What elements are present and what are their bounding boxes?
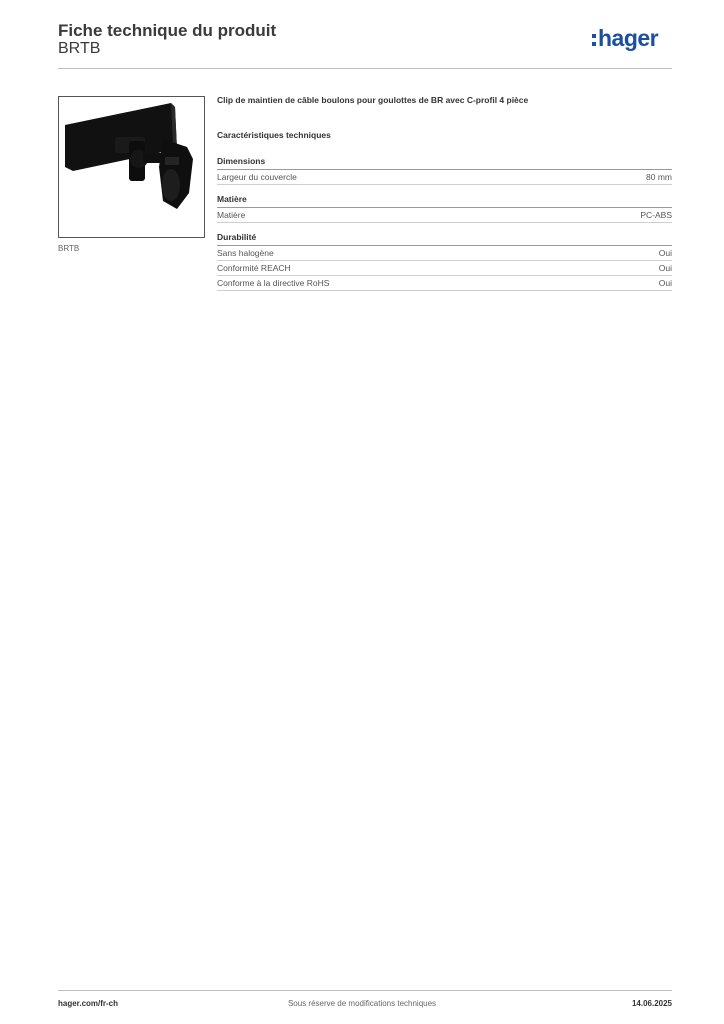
spec-label: Conforme à la directive RoHS [217, 278, 330, 288]
spec-value: Oui [658, 278, 672, 288]
spec-value: Oui [658, 248, 672, 258]
product-image [58, 96, 205, 238]
spec-value: PC-ABS [640, 210, 672, 220]
product-reference: BRTB [58, 40, 101, 57]
spec-value: Oui [658, 263, 672, 273]
section-heading: Caractéristiques techniques [217, 130, 331, 140]
product-description: Clip de maintien de câble boulons pour g… [217, 95, 529, 105]
footer-website-link[interactable]: hager.com/fr-ch [58, 999, 119, 1008]
group-title: Dimensions [217, 156, 672, 170]
group-title: Durabilité [217, 232, 672, 246]
cable-clip-illustration [65, 103, 193, 209]
spec-label: Matière [217, 210, 246, 220]
footer-date: 14.06.2025 [631, 999, 672, 1008]
page-title: Fiche technique du produit [58, 21, 277, 40]
header-divider [58, 68, 672, 69]
spec-row: Conforme à la directive RoHS Oui [217, 276, 672, 291]
spec-row: Conformité REACH Oui [217, 261, 672, 276]
spec-value: 80 mm [646, 172, 672, 182]
hager-logo: hager [592, 25, 676, 57]
spec-group-durability: Durabilité Sans halogène Oui Conformité … [217, 232, 672, 291]
spec-row: Largeur du couvercle 80 mm [217, 170, 672, 185]
specification-panel: Clip de maintien de câble boulons pour g… [217, 95, 672, 300]
group-title: Matière [217, 194, 672, 208]
spec-label: Largeur du couvercle [217, 172, 297, 182]
footer-divider [58, 990, 672, 991]
logo-text: hager [598, 25, 659, 51]
image-caption: BRTB [58, 244, 80, 253]
spec-group-dimensions: Dimensions Largeur du couvercle 80 mm [217, 156, 672, 185]
spec-label: Sans halogène [217, 248, 274, 258]
logo-dots-icon [592, 34, 596, 48]
spec-label: Conformité REACH [217, 263, 291, 273]
spec-group-material: Matière Matière PC-ABS [217, 194, 672, 223]
spec-row: Sans halogène Oui [217, 246, 672, 261]
footer-disclaimer: Sous réserve de modifications techniques [287, 999, 437, 1008]
spec-row: Matière PC-ABS [217, 208, 672, 223]
